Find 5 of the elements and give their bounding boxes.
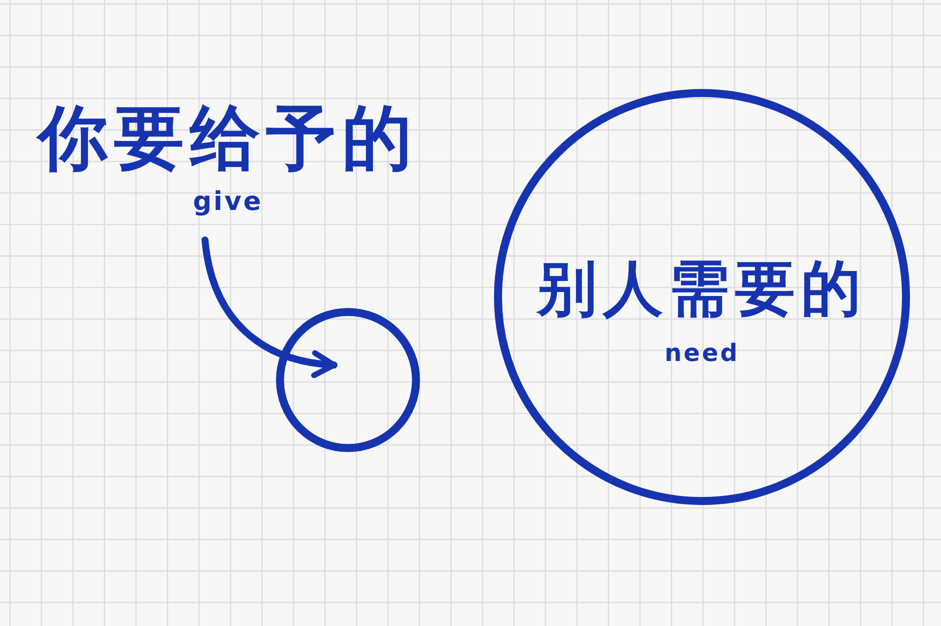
caption-text: give <box>192 187 264 217</box>
circle-heading: 别人需要的 <box>535 253 868 326</box>
circle-caption: need <box>664 339 740 367</box>
heading-text: 你要给予的 <box>18 92 438 186</box>
arrow <box>202 236 338 378</box>
